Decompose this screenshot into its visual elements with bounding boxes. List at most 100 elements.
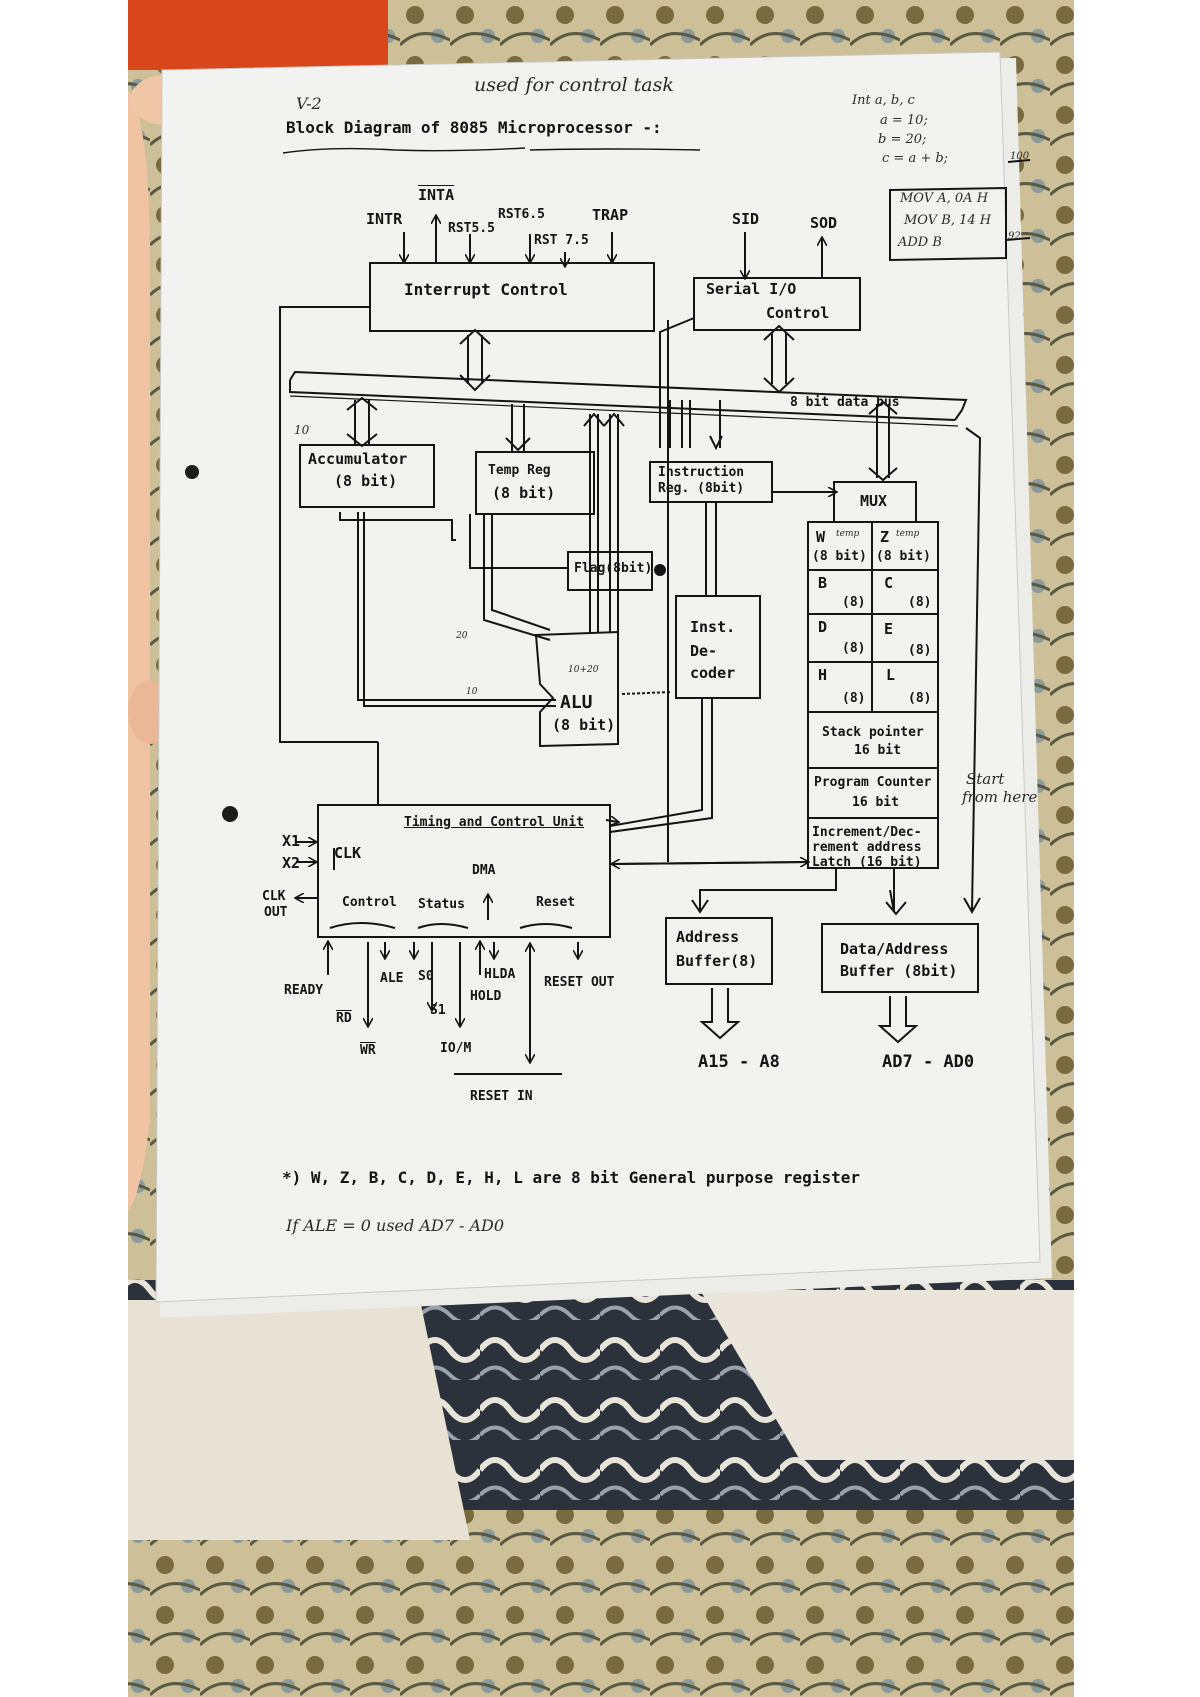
clk-out-line-2: OUT <box>264 905 288 920</box>
s1-label: S1 <box>430 1003 446 1018</box>
code-line-2: a = 10; <box>880 113 928 128</box>
hold-label: HOLD <box>470 989 502 1004</box>
stack-pointer-label: Stack pointer <box>822 725 924 740</box>
reg-e-label: E <box>884 620 894 638</box>
accumulator-label: Accumulator <box>308 450 408 468</box>
program-counter-label: Program Counter <box>814 775 932 790</box>
instruction-reg-line-2: Reg. (8bit) <box>658 481 745 496</box>
inc-dec-line-2: rement address <box>812 840 922 855</box>
address-output-label: A15 - A8 <box>698 1052 780 1072</box>
timing-control-block: Timing and Control Unit <box>404 815 585 830</box>
rst75-label: RST 7.5 <box>534 233 589 248</box>
reg-b-size: (8) <box>842 595 866 610</box>
ale-label: ALE <box>380 971 404 986</box>
reg-c-label: C <box>884 574 894 592</box>
decoder-line-2: De- <box>690 642 718 660</box>
data-buffer-line-1: Data/Address <box>840 940 949 958</box>
program-counter-size: 16 bit <box>852 795 899 810</box>
reset-in-label: RESET IN <box>470 1089 533 1104</box>
clk-label: CLK <box>334 844 362 862</box>
io-m-label: IO/M <box>440 1041 472 1056</box>
top-note: used for control task <box>474 74 674 96</box>
code-line-3: b = 20; <box>878 132 927 147</box>
reg-h-label: H <box>818 666 828 684</box>
punch-hole-bottom <box>222 806 238 822</box>
reg-z-size: (8 bit) <box>876 549 931 564</box>
reg-z-note: temp <box>896 529 920 539</box>
accumulator-size: (8 bit) <box>334 472 398 490</box>
margin-digit-bottom: 92 <box>1008 231 1021 242</box>
rst65-label: RST6.5 <box>498 207 545 222</box>
hlda-label: HLDA <box>484 967 516 982</box>
bus-tick: 10 <box>294 423 310 437</box>
paper-sheet <box>155 51 1041 1303</box>
decoder-line-1: Inst. <box>690 618 736 636</box>
footnote-registers: *) W, Z, B, C, D, E, H, L are 8 bit Gene… <box>282 1168 860 1187</box>
rd-label: RD <box>336 1011 352 1026</box>
reset-out-label: RESET OUT <box>544 975 615 990</box>
reg-c-size: (8) <box>908 595 932 610</box>
reg-d-label: D <box>818 618 828 636</box>
control-label: Control <box>342 895 397 910</box>
pencil-mark-20: 20 <box>456 631 468 641</box>
inc-dec-line-1: Increment/Dec- <box>812 825 922 840</box>
temp-reg-size: (8 bit) <box>492 484 556 502</box>
code-box-line-2: MOV B, 14 H <box>904 213 992 228</box>
reg-w-note: temp <box>836 529 860 539</box>
inc-dec-line-3: Latch (16 bit) <box>812 855 922 870</box>
data-output-label: AD7 - AD0 <box>882 1052 975 1072</box>
start-note-line-2: from here <box>962 788 1038 806</box>
reg-e-size: (8) <box>908 643 932 658</box>
serial-io-line-2: Control <box>766 304 830 322</box>
reg-l-label: L <box>886 666 896 684</box>
page-title: Block Diagram of 8085 Microprocessor -: <box>286 118 662 137</box>
reg-l-size: (8) <box>908 691 932 706</box>
reg-w-size: (8 bit) <box>812 549 867 564</box>
code-box-line-1: MOV A, 0A H <box>900 191 989 206</box>
code-line-4: c = a + b; <box>882 151 949 166</box>
alu-label: ALU <box>560 692 593 713</box>
sid-label: SID <box>732 210 760 228</box>
reg-w-label: W <box>816 528 826 546</box>
reg-b-label: B <box>818 574 828 592</box>
address-buffer-line-2: Buffer(8) <box>676 952 758 970</box>
inta-label: INTA <box>418 186 455 204</box>
page-code: V-2 <box>296 94 322 113</box>
dma-label: DMA <box>472 863 496 878</box>
intr-label: INTR <box>366 210 403 228</box>
s0-label: S0 <box>418 969 434 984</box>
margin-digit-top: 100 <box>1010 151 1030 162</box>
x2-label: X2 <box>282 854 301 872</box>
start-note-line-1: Start <box>966 770 1005 788</box>
reg-h-size: (8) <box>842 691 866 706</box>
footnote-ale: If ALE = 0 used AD7 - AD0 <box>286 1216 505 1235</box>
ready-label: READY <box>284 983 324 998</box>
data-buffer-line-2: Buffer (8bit) <box>840 962 958 980</box>
rst55-label: RST5.5 <box>448 221 495 236</box>
mux-label: MUX <box>860 492 888 510</box>
address-buffer-line-1: Address <box>676 928 740 946</box>
clk-out-line-1: CLK <box>262 889 286 904</box>
x1-label: X1 <box>282 832 301 850</box>
alu-size: (8 bit) <box>552 716 616 734</box>
serial-io-line-1: Serial I/O <box>706 280 797 298</box>
reset-label: Reset <box>536 895 576 910</box>
instruction-reg-line-1: Instruction <box>658 465 745 480</box>
decoder-line-3: coder <box>690 664 736 682</box>
stack-pointer-size: 16 bit <box>854 743 901 758</box>
code-box-line-3: ADD B <box>898 235 942 250</box>
reg-z-label: Z <box>880 528 890 546</box>
trap-label: TRAP <box>592 206 629 224</box>
sod-label: SOD <box>810 214 838 232</box>
flag-register: Flag(8bit) <box>574 561 653 576</box>
wr-label: WR <box>360 1043 376 1058</box>
pencil-mark-sum: 10+20 <box>568 665 599 675</box>
pencil-mark-10: 10 <box>466 687 478 697</box>
reg-d-size: (8) <box>842 641 866 656</box>
orange-cloth <box>128 0 388 70</box>
punch-hole-top <box>185 465 199 479</box>
data-bus-label: 8 bit data bus <box>790 395 900 410</box>
temp-reg-label: Temp Reg <box>488 463 551 478</box>
